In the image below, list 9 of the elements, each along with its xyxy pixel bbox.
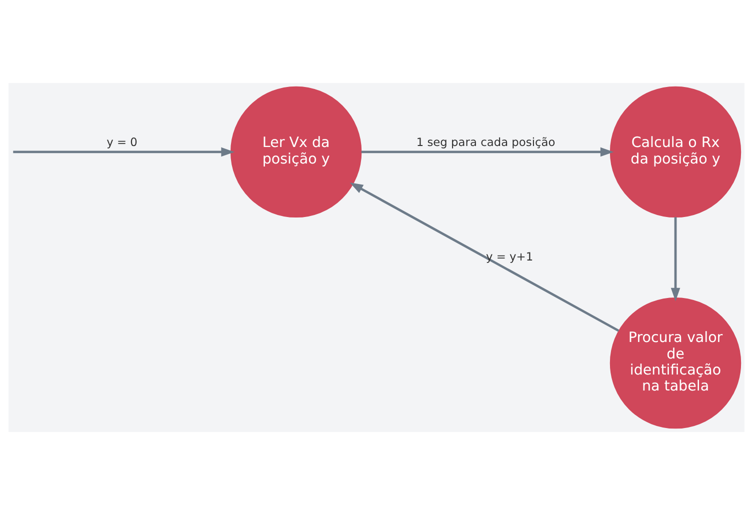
arrow (13, 147, 235, 157)
arrow (670, 217, 680, 302)
node-circle: Ler Vx da posição y (230, 86, 362, 218)
arrow (350, 182, 620, 332)
edge-label: 1 seg para cada posição (416, 134, 556, 149)
node-circle: Procura valor de identificação na tabela (610, 297, 742, 429)
edge-label: y = 0 (106, 134, 138, 149)
node-circle: Calcula o Rx da posição y (610, 86, 742, 218)
arrow (361, 147, 614, 157)
